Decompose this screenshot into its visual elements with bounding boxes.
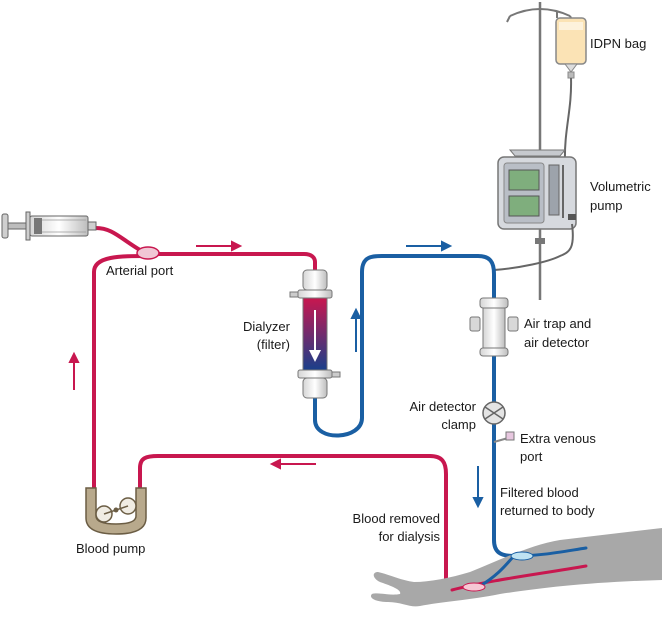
label-air-detector-clamp-line2: clamp — [441, 417, 476, 432]
label-extra-venous-port-line1: Extra venous — [520, 431, 596, 446]
extra-port-icon — [505, 431, 515, 441]
arterial-needle-icon — [462, 582, 486, 592]
label-air-trap-line2: air detector — [524, 335, 590, 350]
label-dialyzer-line1: Dialyzer — [243, 319, 290, 334]
label-dialyzer-line2: (filter) — [256, 337, 290, 352]
label-volumetric-pump-line1: Volumetric — [590, 179, 651, 194]
label-volumetric-pump-line2: pump — [590, 198, 623, 213]
venous-needle-icon — [510, 551, 534, 561]
label-blood-removed-line1: Blood removed — [352, 511, 440, 526]
infusion-pump-icon — [497, 149, 577, 230]
air-trap-icon — [469, 297, 519, 357]
iv-line-to-venous — [493, 223, 574, 271]
dialyzer-icon — [289, 269, 341, 399]
label-blood-removed-line2: for dialysis — [378, 529, 440, 544]
label-extra-venous-port-line2: port — [520, 449, 543, 464]
iv-bag-icon — [555, 12, 587, 79]
flow-arrows-blue — [350, 240, 484, 509]
arterial-port-icon — [136, 246, 160, 260]
label-blood-pump: Blood pump — [76, 541, 146, 556]
arterial-line — [92, 226, 448, 587]
label-idpn-bag: IDPN bag — [590, 36, 647, 51]
syringe-icon — [1, 211, 97, 241]
label-air-detector-clamp-line1: Air detector — [409, 399, 476, 414]
flow-arrows-red — [68, 240, 316, 470]
label-filtered-blood-line1: Filtered blood — [500, 485, 579, 500]
arm-icon — [370, 528, 662, 607]
roller-pump-icon — [85, 487, 147, 535]
label-air-trap-line1: Air trap and — [524, 316, 592, 331]
iv-tubing — [563, 77, 573, 163]
clamp-icon — [482, 401, 506, 425]
label-filtered-blood-line2: returned to body — [500, 503, 595, 518]
label-arterial-port: Arterial port — [106, 263, 174, 278]
